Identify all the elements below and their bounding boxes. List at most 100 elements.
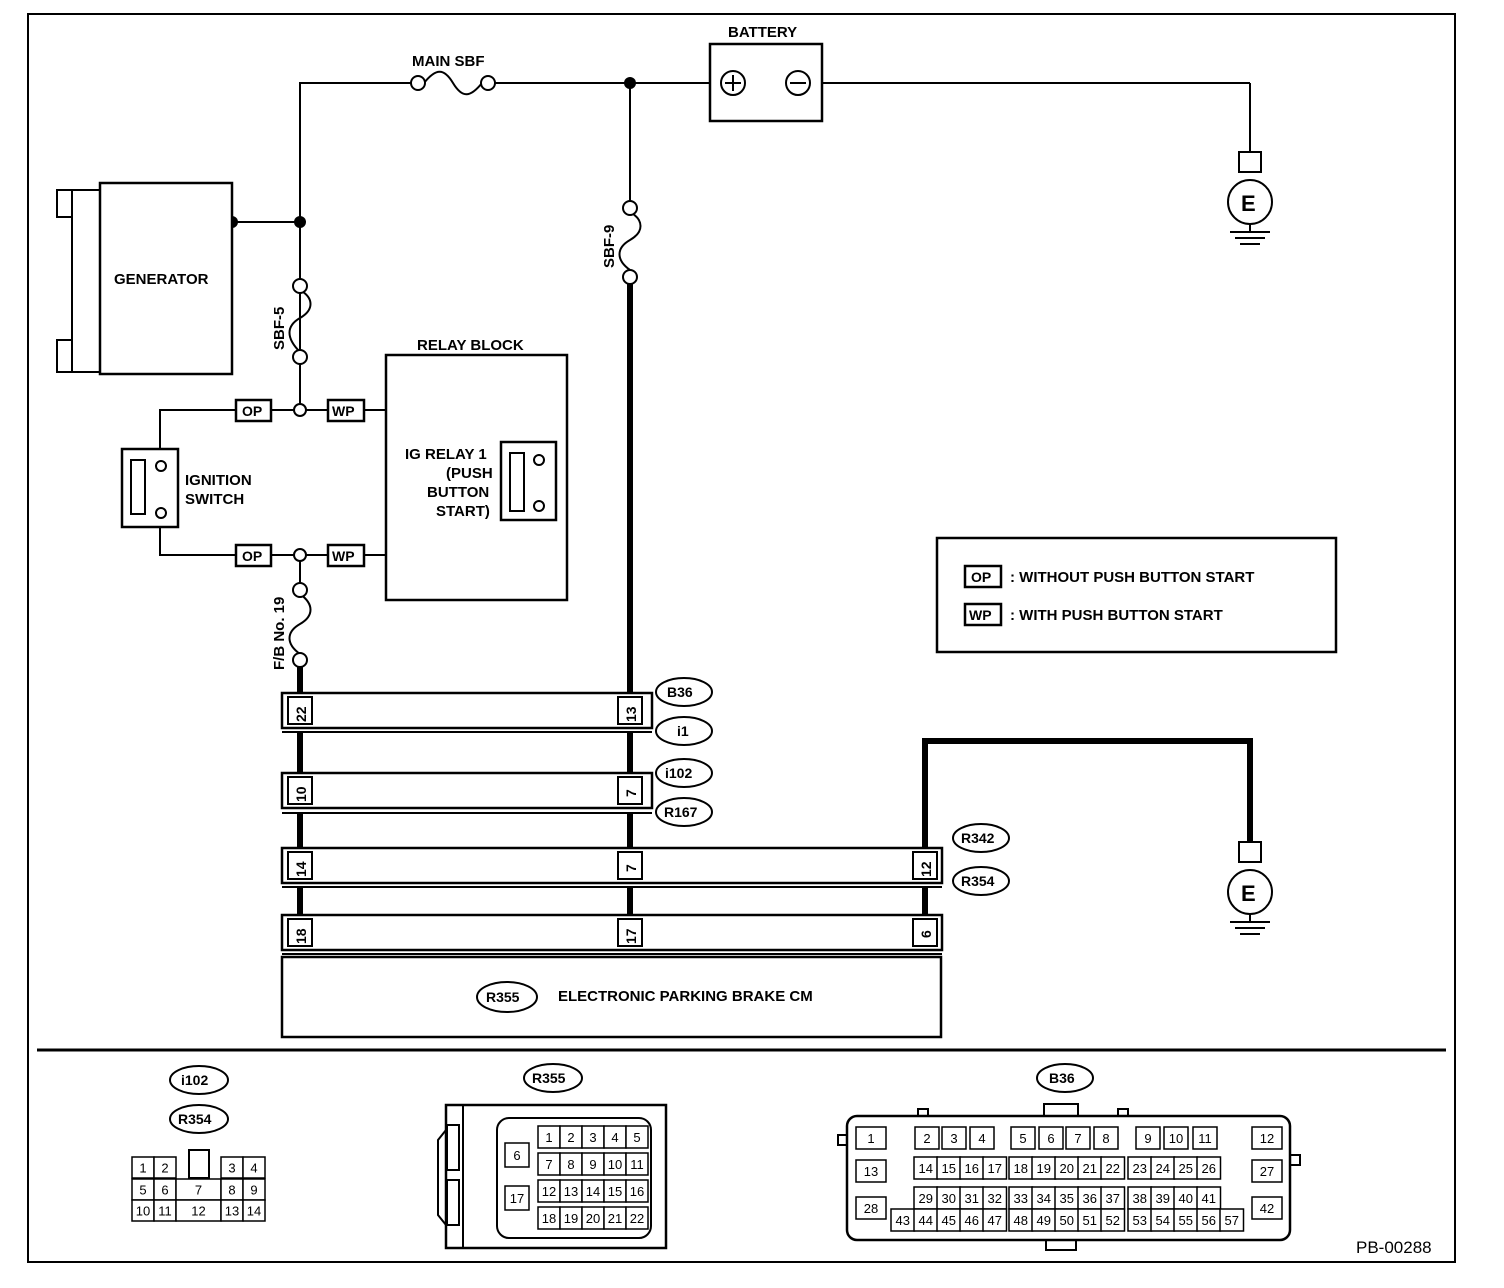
view-b36-pin-35: 35 — [1060, 1191, 1074, 1206]
view-r355-pin-10: 10 — [608, 1157, 622, 1172]
view-r354-title: R354 — [178, 1111, 212, 1127]
view-b36-pin-57-cell — [1219, 1208, 1245, 1232]
view-b36-pin-19: 19 — [1037, 1161, 1051, 1176]
view-b36-pin-9: 9 — [1144, 1131, 1151, 1146]
diagram-code: PB-00288 — [1356, 1238, 1432, 1257]
ig-relay-label-3: BUTTON — [427, 484, 489, 501]
view-b36-pin-8: 8 — [1102, 1131, 1109, 1146]
view-b36-pin-55: 55 — [1179, 1213, 1193, 1228]
main-sbf-label: MAIN SBF — [412, 53, 485, 70]
view-b36-pin-57: 57 — [1225, 1213, 1239, 1228]
legend: OP : WITHOUT PUSH BUTTON START WP : WITH… — [935, 536, 1338, 654]
view-i102-lock-tab — [188, 1149, 210, 1179]
wp-tag-bottom: WP — [326, 543, 366, 568]
view-i102-pin-5: 5 — [139, 1183, 146, 1198]
sbf-5-label: SBF-5 — [271, 307, 288, 350]
view-r355-pin-16-cell — [625, 1179, 649, 1203]
connector-row-b36-i1: 22 13 — [280, 691, 654, 733]
connector-b36-label: B36 — [667, 684, 693, 700]
connector-i102-label: i102 — [665, 765, 692, 781]
view-b36-pin-52-cell — [1100, 1208, 1126, 1232]
view-b36-pin-47-cell — [982, 1208, 1008, 1232]
view-b36-pin-17: 17 — [988, 1161, 1002, 1176]
view-r355-pin-1: 1 — [545, 1130, 552, 1145]
view-b36-pin-1: 1 — [867, 1131, 874, 1146]
view-r355-pin-4: 4 — [611, 1130, 618, 1145]
view-i102-pin-2-cell — [153, 1156, 177, 1179]
legend-wp-code: WP — [969, 607, 992, 623]
view-b36-pin-27: 27 — [1260, 1164, 1274, 1179]
view-i102-pin-10: 10 — [136, 1204, 150, 1219]
view-b36-pin-12: 12 — [1260, 1131, 1274, 1146]
op-tag-top: OP — [234, 398, 273, 423]
relay-block: RELAY BLOCK IG RELAY 1 (PUSH BUTTON STAR… — [384, 337, 569, 602]
view-r355-pin-19: 19 — [564, 1211, 578, 1226]
ground-label-top: E — [1241, 191, 1256, 216]
legend-op-code: OP — [971, 569, 991, 585]
view-b36-pin-15: 15 — [942, 1161, 956, 1176]
view-b36-pin-39: 39 — [1156, 1191, 1170, 1206]
sbf-9-label: SBF-9 — [601, 225, 618, 268]
view-i102-pin-12: 12 — [191, 1204, 205, 1219]
view-b36-pin-42: 42 — [1260, 1201, 1274, 1216]
view-i102-pin-9: 9 — [250, 1183, 257, 1198]
pin-r342-14: 14 — [293, 861, 309, 877]
view-b36-pin-49: 49 — [1037, 1213, 1051, 1228]
svg-text:OP: OP — [242, 403, 262, 419]
connector-row-r342-r354: 14 7 12 — [280, 846, 944, 888]
pin-r355-18: 18 — [293, 928, 309, 944]
generator-label: GENERATOR — [114, 271, 209, 288]
view-b36-pin-52: 52 — [1106, 1213, 1120, 1228]
ignition-switch-label-2: SWITCH — [185, 491, 244, 508]
view-b36-pin-6: 6 — [1047, 1131, 1054, 1146]
connector-r354-label: R354 — [961, 873, 995, 889]
view-r355-pin-11: 11 — [630, 1157, 644, 1172]
op-tag-bottom: OP — [234, 543, 273, 568]
diagram-frame — [27, 13, 1456, 1263]
view-b36-pin-28: 28 — [864, 1201, 878, 1216]
electronic-parking-brake-cm: R355 ELECTRONIC PARKING BRAKE CM — [280, 955, 943, 1039]
view-r355-pin-14: 14 — [586, 1184, 600, 1199]
view-b36-pin-41: 41 — [1202, 1191, 1216, 1206]
view-b36-pin-7-cell — [1065, 1126, 1091, 1150]
view-r355-pin-12: 12 — [542, 1184, 556, 1199]
harness-wires — [297, 732, 1253, 915]
view-b36-pin-20: 20 — [1060, 1161, 1074, 1176]
view-r355-pin-6: 6 — [513, 1148, 520, 1163]
pin-b36-22: 22 — [293, 706, 309, 722]
view-b36-pin-22: 22 — [1106, 1161, 1120, 1176]
view-r355-pin-5: 5 — [633, 1130, 640, 1145]
view-b36-pin-2: 2 — [923, 1131, 930, 1146]
view-b36-pin-26: 26 — [1202, 1161, 1216, 1176]
battery: BATTERY — [708, 24, 824, 123]
view-b36-pin-2-cell — [914, 1126, 940, 1150]
ignition-switch: IGNITION SWITCH — [120, 447, 252, 529]
view-r355-pin-22: 22 — [630, 1211, 644, 1226]
view-r355-pin-6-cell — [504, 1142, 530, 1168]
view-i102-pin-6: 6 — [161, 1183, 168, 1198]
view-b36-pin-50: 50 — [1060, 1213, 1074, 1228]
view-b36-pin-5-cell — [1010, 1126, 1036, 1150]
view-b36-pin-23: 23 — [1133, 1161, 1147, 1176]
svg-text:OP: OP — [242, 548, 262, 564]
view-b36-pin-3: 3 — [950, 1131, 957, 1146]
view-b36-pin-10: 10 — [1169, 1131, 1183, 1146]
view-b36-pin-26-cell — [1196, 1156, 1222, 1180]
legend-op-text: : WITHOUT PUSH BUTTON START — [1010, 569, 1254, 586]
view-i102-pin-11: 11 — [158, 1204, 172, 1219]
view-r355-pin-2: 2 — [567, 1130, 574, 1145]
pin-b36-13: 13 — [623, 706, 639, 722]
view-b36-pin-54: 54 — [1156, 1213, 1170, 1228]
view-r355-pin-7: 7 — [545, 1157, 552, 1172]
connector-i1-label: i1 — [677, 723, 689, 739]
generator: GENERATOR — [56, 181, 234, 376]
view-b36-pin-31: 31 — [965, 1191, 979, 1206]
fb-19-label: F/B No. 19 — [271, 597, 288, 670]
epb-cm-label: ELECTRONIC PARKING BRAKE CM — [558, 988, 813, 1005]
view-b36-pin-44: 44 — [919, 1213, 933, 1228]
view-b36-pin-18: 18 — [1014, 1161, 1028, 1176]
legend-wp-text: : WITH PUSH BUTTON START — [1010, 607, 1223, 624]
view-b36-pin-34: 34 — [1037, 1191, 1051, 1206]
svg-text:WP: WP — [332, 548, 355, 564]
